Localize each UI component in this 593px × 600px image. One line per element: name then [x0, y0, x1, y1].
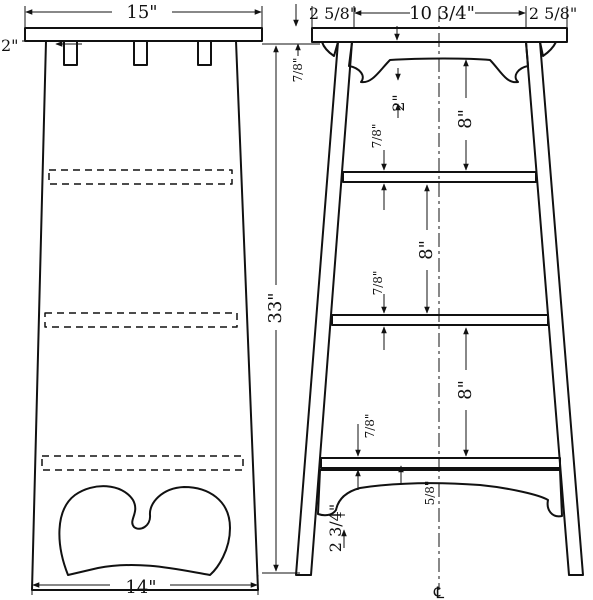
label-bottom-rail-depth: 2 3/4" [326, 504, 345, 552]
centerline-symbol: ℄ [433, 583, 445, 600]
label-base-width: 14" [125, 577, 156, 598]
bottom-apron [317, 469, 563, 518]
front-left-leg [295, 41, 353, 576]
label-shelf-spacing-2: 8" [416, 240, 437, 260]
dimension-labels: 15" 2" 2 5/8" 10 3/4" 2 5/8" 7/8" 2" 8" … [1, 2, 577, 600]
label-shelf-thickness-top: 7/8" [291, 58, 305, 83]
label-apron-depth: 2" [389, 94, 408, 112]
dimension-lines [22, 4, 568, 595]
label-top-thickness: 2" [1, 36, 19, 55]
bracket-left [321, 41, 339, 57]
label-center-span: 10 3/4" [409, 3, 475, 24]
tenon-1 [63, 40, 78, 66]
bracket-right [539, 41, 557, 57]
label-shelf-spacing-1: 8" [455, 109, 476, 129]
side-cutout [58, 485, 231, 576]
label-shelf-thickness-1: 7/8" [370, 124, 384, 149]
shelf-3 [320, 457, 561, 469]
top-apron [348, 41, 529, 84]
label-shelf-thickness-2: 7/8" [371, 271, 385, 296]
hidden-shelf-3 [41, 455, 244, 471]
hidden-shelf-2 [44, 312, 238, 328]
label-shelf-spacing-3: 8" [455, 380, 476, 400]
shelf-2 [331, 314, 549, 326]
label-top-overall-width: 15" [126, 2, 157, 23]
label-overall-height: 33" [265, 292, 286, 323]
label-overhang-right: 2 5/8" [529, 4, 577, 23]
tenon-3 [197, 40, 212, 66]
hidden-shelf-1 [48, 169, 233, 185]
front-right-leg [525, 41, 584, 576]
label-shelf-thickness-3: 7/8" [363, 414, 377, 439]
side-elevation [24, 27, 263, 591]
label-bottom-rail-gap: 5/8" [423, 481, 437, 506]
side-top-board [24, 27, 263, 42]
label-overhang-left: 2 5/8" [309, 4, 357, 23]
tenon-2 [133, 40, 148, 66]
